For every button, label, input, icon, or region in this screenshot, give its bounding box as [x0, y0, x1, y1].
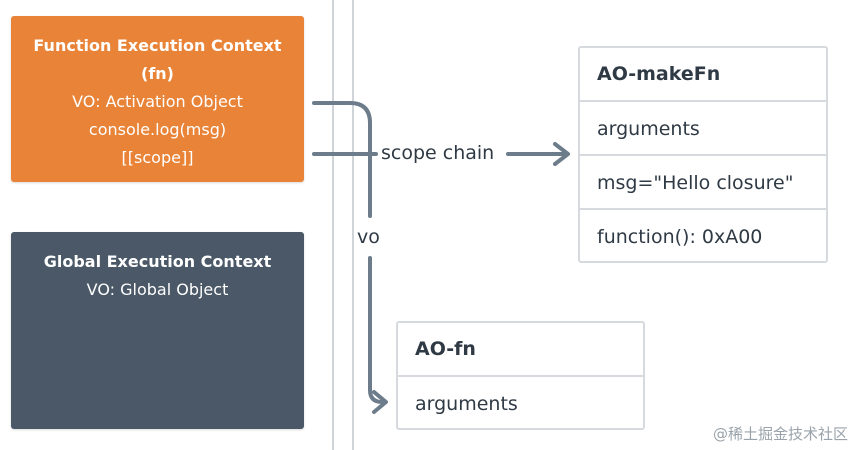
- divider-line-right: [352, 0, 354, 450]
- ao-makefn-row-msg: msg="Hello closure": [580, 154, 826, 208]
- ao-makefn-title: AO-makeFn: [597, 63, 721, 85]
- vo-arrowhead: [372, 390, 388, 414]
- vo-label: vo: [357, 224, 380, 250]
- divider-line-left: [332, 0, 334, 450]
- ao-makefn-row-arguments: arguments: [580, 100, 826, 154]
- vo-connector: [312, 101, 372, 218]
- global-context-vo: VO: Global Object: [86, 280, 229, 299]
- function-context-title: Function Execution Context: [33, 36, 282, 55]
- scope-chain-label: scope chain: [379, 142, 497, 164]
- ao-fn-title: AO-fn: [415, 338, 476, 360]
- global-context-title: Global Execution Context: [43, 252, 272, 271]
- function-context-scope: [[scope]]: [121, 148, 194, 167]
- scope-chain-arrowhead: [553, 142, 570, 166]
- ao-fn-row-arguments: arguments: [398, 375, 643, 429]
- ao-fn-box: AO-fn arguments: [396, 321, 645, 430]
- global-execution-context: Global Execution Context VO: Global Obje…: [11, 232, 304, 429]
- function-context-code: console.log(msg): [88, 120, 227, 139]
- ao-makefn-box: AO-makeFn arguments msg="Hello closure" …: [578, 46, 828, 263]
- function-execution-context: Function Execution Context (fn) VO: Acti…: [11, 16, 304, 182]
- vo-connector-lower: [368, 256, 386, 404]
- ao-makefn-row-function: function(): 0xA00: [580, 208, 826, 262]
- function-context-vo: VO: Activation Object: [72, 92, 243, 111]
- function-context-name: (fn): [141, 64, 174, 83]
- watermark-text: @稀土掘金技术社区: [712, 425, 848, 443]
